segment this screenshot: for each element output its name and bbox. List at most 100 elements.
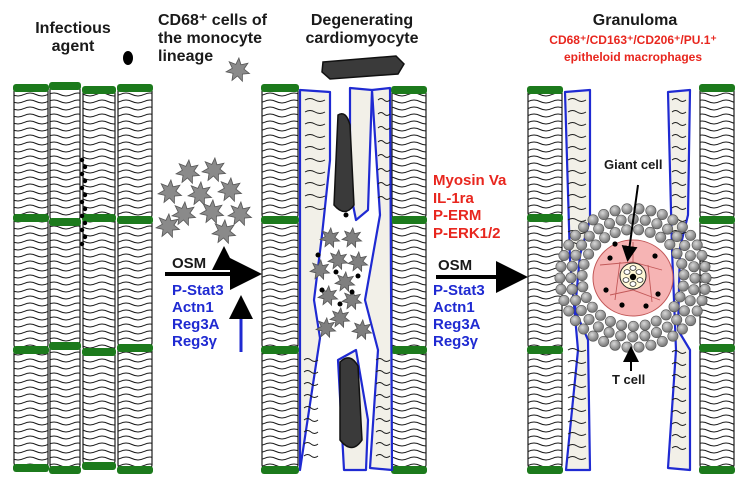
marker-label: P-ERK1/2 <box>433 225 501 243</box>
monocyte-cell-icon <box>315 316 337 339</box>
infection-trail <box>79 157 88 247</box>
degenerating-myocardium <box>261 84 427 474</box>
epitheloid-macrophage <box>587 330 599 342</box>
epitheloid-macrophage <box>656 335 668 347</box>
intercalated-disc <box>391 466 427 474</box>
intercalated-disc <box>527 86 563 94</box>
infectious-agent-particle <box>79 199 85 205</box>
epitheloid-macrophage <box>569 315 581 327</box>
giant-cell-nucleus <box>623 269 631 275</box>
infectious-agent-label: Infectious agent <box>22 20 124 56</box>
epitheloid-macrophage <box>554 272 566 284</box>
giant-cell-nucleus <box>636 277 644 283</box>
myofibril-lines <box>303 358 319 458</box>
epitheloid-macrophage <box>667 214 679 226</box>
epitheloid-macrophage <box>684 250 696 262</box>
epitheloid-macrophage <box>604 315 616 327</box>
epitheloid-macrophage <box>621 224 633 236</box>
infectious-agent-particle <box>629 273 637 281</box>
epitheloid-macrophage <box>583 230 595 242</box>
intercalated-disc <box>117 84 153 92</box>
degenerating-line1: Degenerating <box>310 12 414 29</box>
cardiomyocyte-segment <box>49 85 81 221</box>
infectious-agent-particle <box>355 273 361 279</box>
infectious-agent-particle <box>652 253 658 259</box>
epitheloid-macrophage <box>569 229 581 241</box>
infectious-agent-particle <box>349 289 355 295</box>
epitheloid-macrophage <box>578 323 590 335</box>
monocyte-cell-icon <box>155 212 181 239</box>
cardiomyocyte-segment <box>49 345 81 469</box>
osm-label-2: OSM <box>438 257 473 274</box>
giant-cell-nucleus <box>622 277 630 283</box>
epitheloid-macrophage <box>578 258 590 270</box>
infectious-agent-particle <box>619 302 625 308</box>
cardiomyocyte-segment <box>82 351 116 465</box>
epitheloid-macrophage <box>685 315 697 327</box>
infectious-agent-particle <box>82 178 88 184</box>
intercalated-disc <box>699 466 735 474</box>
healthy-myocardium <box>13 82 153 474</box>
intercalated-disc <box>391 216 427 224</box>
infectious-agent-particle <box>82 220 88 226</box>
infectious-agent-particle <box>612 241 618 247</box>
monocyte-cell-icon <box>347 250 369 273</box>
infectious-agent-particle <box>79 171 85 177</box>
cd68-line2: the monocyte <box>158 29 263 47</box>
infectious-agent-particle <box>82 164 88 170</box>
cardiomyocyte-segment <box>527 89 563 217</box>
infectious-agent-line1: Infectious <box>35 20 111 37</box>
monocyte-cell-icon <box>157 178 183 205</box>
intercalated-disc <box>13 464 49 472</box>
intercalated-disc <box>49 466 81 474</box>
monocyte-cell-icon <box>225 56 251 83</box>
gene-label: Reg3γ <box>433 333 479 351</box>
epitheloid-macrophage <box>696 294 708 306</box>
infectious-agent-particle <box>79 213 85 219</box>
epitheloid-macrophage <box>575 304 587 316</box>
intercalated-disc <box>527 346 563 354</box>
granuloma-myocardium <box>527 84 735 474</box>
monocyte-cell-icon <box>341 288 363 311</box>
epitheloid-macrophage <box>667 330 679 342</box>
monocyte-cell-icon <box>327 248 349 271</box>
epitheloid-macrophage <box>565 272 577 284</box>
epitheloid-macrophage <box>645 205 657 217</box>
epitheloid-macrophage <box>555 261 567 273</box>
intercalated-disc <box>391 86 427 94</box>
epitheloid-macrophage <box>563 305 575 317</box>
intercalated-disc <box>261 216 299 224</box>
monocyte-cell-icon <box>329 306 351 329</box>
infectious-agent-particle <box>82 234 88 240</box>
epitheloid-macrophage <box>580 291 592 303</box>
monocyte-cell-icon <box>319 226 341 249</box>
degenerating-cardiomyocyte-icon <box>321 55 405 80</box>
epitheloid-macrophage <box>590 239 602 251</box>
cardiomyocyte-segment <box>117 87 153 219</box>
intercalated-disc <box>82 86 116 94</box>
epitheloid-macrophage <box>671 231 683 243</box>
epitheloid-macrophage <box>576 269 588 281</box>
gene-label: Reg3A <box>433 316 481 334</box>
cardiomyocyte-segment <box>117 219 153 347</box>
epitheloid-macrophage <box>674 291 686 303</box>
epitheloid-macrophage <box>593 223 605 235</box>
epitheloid-macrophage <box>639 214 651 226</box>
epitheloid-macrophage <box>563 239 575 251</box>
epitheloid-macrophage <box>627 331 639 343</box>
giant-cell-nucleus <box>635 269 643 275</box>
epitheloid-macrophage <box>616 319 628 331</box>
infectious-agent-particle <box>315 252 321 258</box>
infectious-agent-particle <box>79 157 85 163</box>
intercalated-disc <box>117 344 153 352</box>
intercalated-disc <box>699 344 735 352</box>
gene-label: Reg3A <box>172 316 220 334</box>
infectious-agent-particle <box>79 241 85 247</box>
marker-label: P-ERM <box>433 207 482 225</box>
infiltrating-monocytes <box>309 212 373 341</box>
degenerating-cardiomyocyte-label: Degenerating cardiomyocyte <box>296 12 428 48</box>
epitheloid-macrophage <box>583 313 595 325</box>
epitheloid-macrophage <box>677 280 689 292</box>
cardiomyocyte-segment <box>261 349 299 469</box>
epitheloid-macrophage <box>586 301 598 313</box>
